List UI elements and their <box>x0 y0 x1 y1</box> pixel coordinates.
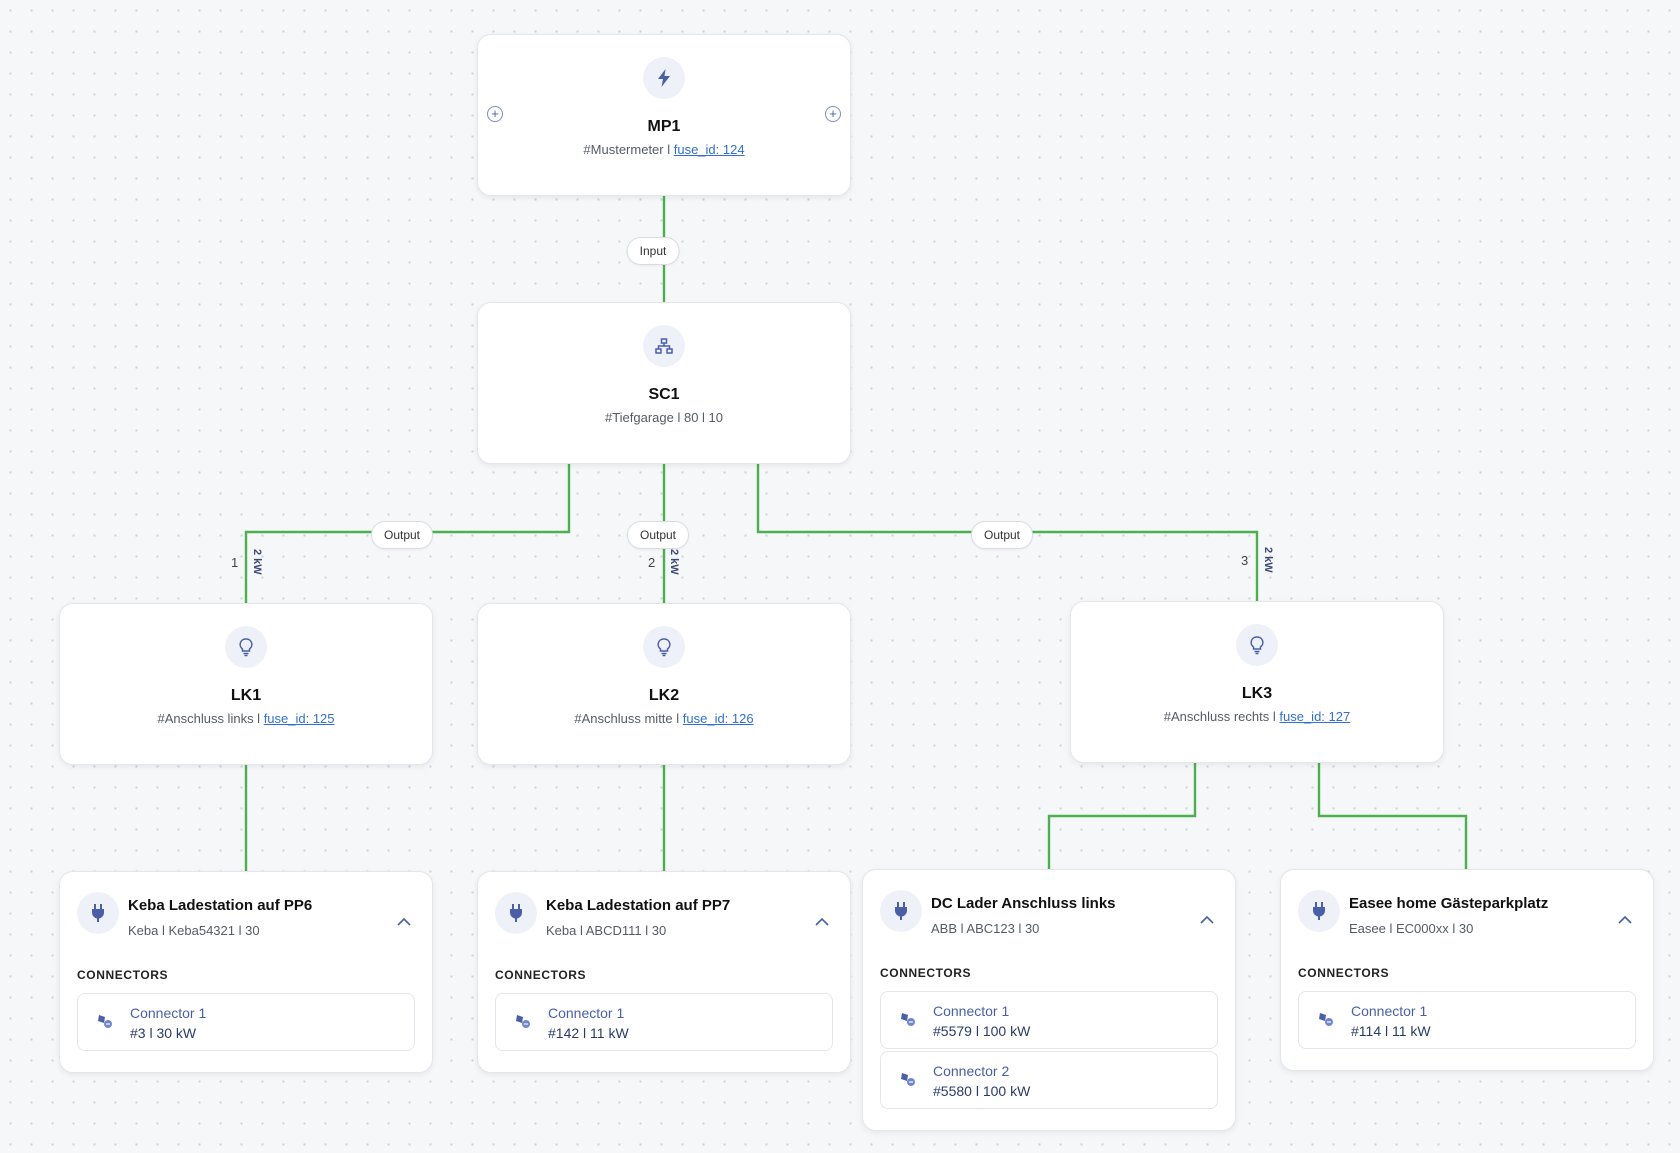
lightning-icon <box>643 57 685 99</box>
edge-label-output-1: Output <box>370 521 434 549</box>
connector-meta: #5580 l 100 kW <box>933 1083 1031 1099</box>
port-number-1: 1 <box>231 555 239 570</box>
connector-item[interactable]: Connector 1 #142 l 11 kW <box>495 993 833 1051</box>
station-title: Keba Ladestation auf PP7 <box>546 897 731 914</box>
port-number-3: 3 <box>1241 553 1249 568</box>
fuse-id-link[interactable]: fuse_id: 125 <box>263 711 335 726</box>
circuit-node-lk3[interactable]: LK3 #Anschluss rechts l fuse_id: 127 <box>1070 601 1444 763</box>
edge-label-output-3: Output <box>970 521 1034 549</box>
node-subtitle: #Anschluss rechts l fuse_id: 127 <box>1163 709 1351 724</box>
circuit-node-lk2[interactable]: LK2 #Anschluss mitte l fuse_id: 126 <box>477 603 851 765</box>
lightbulb-icon <box>225 626 267 668</box>
station-subtitle: Keba l ABCD111 l 30 <box>546 923 667 938</box>
connector-icon <box>514 1012 532 1035</box>
plug-icon <box>880 890 922 932</box>
station-card-3[interactable]: DC Lader Anschluss links ABB l ABC123 l … <box>862 869 1236 1131</box>
station-subtitle: ABB l ABC123 l 30 <box>931 921 1040 936</box>
wire-lk3-station3 <box>1047 763 1197 869</box>
node-title: LK2 <box>648 687 680 704</box>
add-right-button[interactable]: + <box>825 106 841 122</box>
connector-meta: #114 l 11 kW <box>1351 1023 1431 1039</box>
lightbulb-icon <box>1236 624 1278 666</box>
connector-icon <box>96 1012 114 1035</box>
edge-label-output-2: Output <box>626 521 690 549</box>
connector-icon <box>899 1070 917 1093</box>
connector-item[interactable]: Connector 1 #3 l 30 kW <box>77 993 415 1051</box>
connector-icon <box>1317 1010 1335 1033</box>
connector-name: Connector 1 <box>933 1003 1010 1019</box>
connector-name: Connector 1 <box>130 1005 207 1021</box>
node-title: LK3 <box>1241 685 1273 702</box>
fuse-id-link[interactable]: fuse_id: 126 <box>682 711 754 726</box>
node-subtitle: #Tiefgarage l 80 l 10 <box>604 410 724 425</box>
fuse-id-link[interactable]: fuse_id: 127 <box>1279 709 1351 724</box>
station-title: Keba Ladestation auf PP6 <box>128 897 313 914</box>
node-title: SC1 <box>648 386 680 403</box>
connector-name: Connector 1 <box>548 1005 625 1021</box>
node-subtitle: #Anschluss links l fuse_id: 125 <box>157 711 335 726</box>
fuse-id-link[interactable]: fuse_id: 124 <box>673 142 745 157</box>
node-subtitle: #Anschluss mitte l fuse_id: 126 <box>574 711 754 726</box>
connectors-heading: CONNECTORS <box>880 966 972 980</box>
node-title: LK1 <box>230 687 262 704</box>
lightbulb-icon <box>643 626 685 668</box>
chevron-up-icon[interactable] <box>1615 910 1635 930</box>
network-icon <box>643 325 685 367</box>
station-card-4[interactable]: Easee home Gästeparkplatz Easee l EC000x… <box>1280 869 1654 1071</box>
connector-item[interactable]: Connector 1 #114 l 11 kW <box>1298 991 1636 1049</box>
connectors-heading: CONNECTORS <box>495 968 587 982</box>
power-label-1: 2 kW <box>251 549 263 575</box>
connector-meta: #3 l 30 kW <box>130 1025 197 1041</box>
plug-icon <box>77 892 119 934</box>
meter-node-mp1[interactable]: + + MP1 #Mustermeter l fuse_id: 124 <box>477 34 851 196</box>
connector-item[interactable]: Connector 1 #5579 l 100 kW <box>880 991 1218 1049</box>
chevron-up-icon[interactable] <box>394 912 414 932</box>
connector-meta: #5579 l 100 kW <box>933 1023 1031 1039</box>
node-title: MP1 <box>647 118 681 135</box>
add-left-button[interactable]: + <box>487 106 503 122</box>
station-title: Easee home Gästeparkplatz <box>1349 895 1549 912</box>
chevron-up-icon[interactable] <box>812 912 832 932</box>
connector-item[interactable]: Connector 2 #5580 l 100 kW <box>880 1051 1218 1109</box>
connector-icon <box>899 1010 917 1033</box>
edge-label-input: Input <box>626 237 680 265</box>
station-card-1[interactable]: Keba Ladestation auf PP6 Keba l Keba5432… <box>59 871 433 1073</box>
plug-icon <box>1298 890 1340 932</box>
port-number-2: 2 <box>648 555 656 570</box>
connector-meta: #142 l 11 kW <box>548 1025 629 1041</box>
station-card-2[interactable]: Keba Ladestation auf PP7 Keba l ABCD111 … <box>477 871 851 1073</box>
station-subtitle: Keba l Keba54321 l 30 <box>128 923 260 938</box>
chevron-up-icon[interactable] <box>1197 910 1217 930</box>
power-label-2: 2 kW <box>668 549 680 575</box>
station-title: DC Lader Anschluss links <box>931 895 1116 912</box>
controller-node-sc1[interactable]: SC1 #Tiefgarage l 80 l 10 <box>477 302 851 464</box>
circuit-node-lk1[interactable]: LK1 #Anschluss links l fuse_id: 125 <box>59 603 433 765</box>
plug-icon <box>495 892 537 934</box>
connectors-heading: CONNECTORS <box>1298 966 1390 980</box>
connector-name: Connector 2 <box>933 1063 1010 1079</box>
connector-name: Connector 1 <box>1351 1003 1428 1019</box>
power-label-3: 2 kW <box>1262 547 1274 573</box>
node-subtitle: #Mustermeter l fuse_id: 124 <box>583 142 745 157</box>
connectors-heading: CONNECTORS <box>77 968 169 982</box>
wire-lk3-station4 <box>1317 763 1468 869</box>
station-subtitle: Easee l EC000xx l 30 <box>1349 921 1474 936</box>
